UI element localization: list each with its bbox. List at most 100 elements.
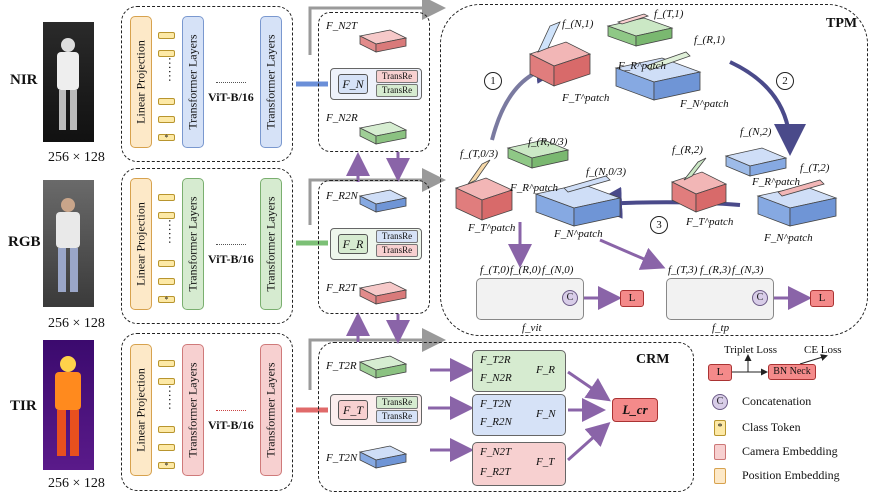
crm-n-in1: F_T2N [480, 398, 512, 410]
vit-label-t0: f_(T,0) [480, 264, 510, 276]
patch-R-left [506, 139, 570, 169]
crm-r-in2: F_N2R [480, 372, 512, 384]
tp-label-n3: f_(N,3) [732, 264, 764, 276]
tpm-patch-n-left: F_N^patch [554, 228, 603, 240]
encoder-rgb [121, 168, 293, 324]
transre-tir-2: TransRe [376, 410, 418, 423]
encoder-tir [121, 333, 293, 491]
legend-position: Position Embedding [742, 468, 840, 482]
concat-vit: C [562, 290, 578, 306]
crm-n-in2: F_R2N [480, 416, 512, 428]
patch-T-left [454, 159, 514, 221]
patch-N-left [534, 175, 622, 227]
tpm-down-2 [599, 238, 666, 270]
token-rgb-1 [158, 194, 175, 201]
crm-group-r [472, 350, 566, 392]
step-2: 2 [776, 72, 794, 90]
patch-R-top [606, 13, 674, 47]
tpm-patch-n-right: F_N^patch [764, 232, 813, 244]
encoder-nir [121, 6, 293, 162]
vit-label-nir: ViT-B/16 [208, 90, 254, 104]
crm-title: CRM [636, 352, 670, 367]
tpm-patch-t-right: F_T^patch [686, 216, 734, 228]
dots-nir: ...... [165, 57, 181, 83]
transformer-a-rgb: Transformer Layers [182, 178, 204, 310]
feat-r: F_R [338, 234, 368, 254]
transre-rgb-2: TransRe [376, 244, 418, 257]
crm-t-out: F_T [536, 456, 555, 468]
crm-r-out: F_R [536, 364, 555, 376]
dots-tir: ...... [165, 385, 181, 411]
tpm-label-n1: f_(N,1) [562, 18, 594, 30]
rgb-image [43, 180, 94, 307]
slab-t2r [358, 355, 408, 379]
token-rgb-4 [158, 278, 175, 285]
patch-N-top [614, 51, 702, 101]
modality-label-rgb: RGB [8, 234, 41, 250]
size-caption-rgb: 256 × 128 [48, 316, 105, 331]
size-caption-tir: 256 × 128 [48, 476, 105, 491]
step-3: 3 [650, 216, 668, 234]
crm-out-3 [566, 421, 611, 462]
legend-l-box: L [708, 364, 732, 381]
tpm-title: TPM [826, 16, 858, 31]
token-tir-3 [158, 426, 175, 433]
patch-N-right [756, 179, 838, 227]
crm-t-in2: F_R2T [480, 466, 511, 478]
linear-projection-tir: Linear Projection [130, 344, 152, 476]
dots-rgb: ...... [165, 219, 181, 245]
tpm-label-t2: f_(T,2) [800, 162, 830, 174]
tpm-label-n03: f_(N,0/3) [586, 166, 627, 178]
tpm-patch-r-left: F_R^patch [510, 182, 559, 194]
tpm-label-t03: f_(T,0/3) [460, 148, 498, 160]
tpm-label-r03: f_(R,0/3) [528, 136, 568, 148]
feat-t2r: F_T2R [326, 360, 357, 372]
linear-projection-nir: Linear Projection [130, 16, 152, 148]
tpm-patch-n-top: F_N^patch [680, 98, 729, 110]
legend-position-icon [714, 468, 726, 484]
tpm-label-r2: f_(R,2) [672, 144, 703, 156]
feat-n2t: F_N2T [326, 20, 358, 32]
legend-class-token: Class Token [742, 420, 801, 434]
slab-t2n [358, 445, 408, 469]
tpm-patch-r-top: F_R^patch [618, 60, 667, 72]
tpm-module [440, 4, 868, 336]
slab-r2n [358, 189, 408, 213]
fvit-label: f_vit [522, 322, 542, 334]
legend-concat-icon: C [712, 394, 728, 410]
patch-T-top [528, 21, 592, 87]
vit-label-rgb: ViT-B/16 [208, 252, 254, 266]
token-tir-1 [158, 360, 175, 367]
transre-nir-1: TransRe [376, 70, 418, 83]
tpm-patch-r-right: F_R^patch [752, 176, 801, 188]
transformer-a-tir: Transformer Layers [182, 344, 204, 476]
token-nir-4 [158, 116, 175, 123]
crm-module [318, 342, 694, 492]
crm-out-1 [567, 370, 611, 402]
token-nir-1 [158, 32, 175, 39]
token-nir-3 [158, 98, 175, 105]
tir-image [43, 340, 94, 470]
legend-camera: Camera Embedding [742, 444, 838, 458]
legend-concat: Concatenation [742, 394, 812, 408]
transre-nir-2: TransRe [376, 84, 418, 97]
tpm-patch-t-left: F_T^patch [468, 222, 516, 234]
ftp-label: f_tp [712, 322, 730, 334]
feat-r2n: F_R2N [326, 190, 358, 202]
crm-loss: L_cr [612, 398, 658, 422]
legend-ce: CE Loss [804, 344, 842, 356]
crm-t-in1: F_N2T [480, 446, 512, 458]
crm-group-t [472, 442, 566, 486]
patch-T-right [670, 157, 728, 213]
feat-t2n: F_T2N [326, 452, 358, 464]
token-tir-4 [158, 444, 175, 451]
feat-r2t: F_R2T [326, 282, 357, 294]
vit-label-r0: f_(R,0) [510, 264, 541, 276]
feat-n2r: F_N2R [326, 112, 358, 124]
feat-t: F_T [338, 400, 368, 420]
tp-label-t3: f_(T,3) [668, 264, 698, 276]
transformer-a-nir: Transformer Layers [182, 16, 204, 148]
legend-class-token-icon: * [714, 420, 726, 436]
legend-bn-neck: BN Neck [768, 364, 816, 380]
